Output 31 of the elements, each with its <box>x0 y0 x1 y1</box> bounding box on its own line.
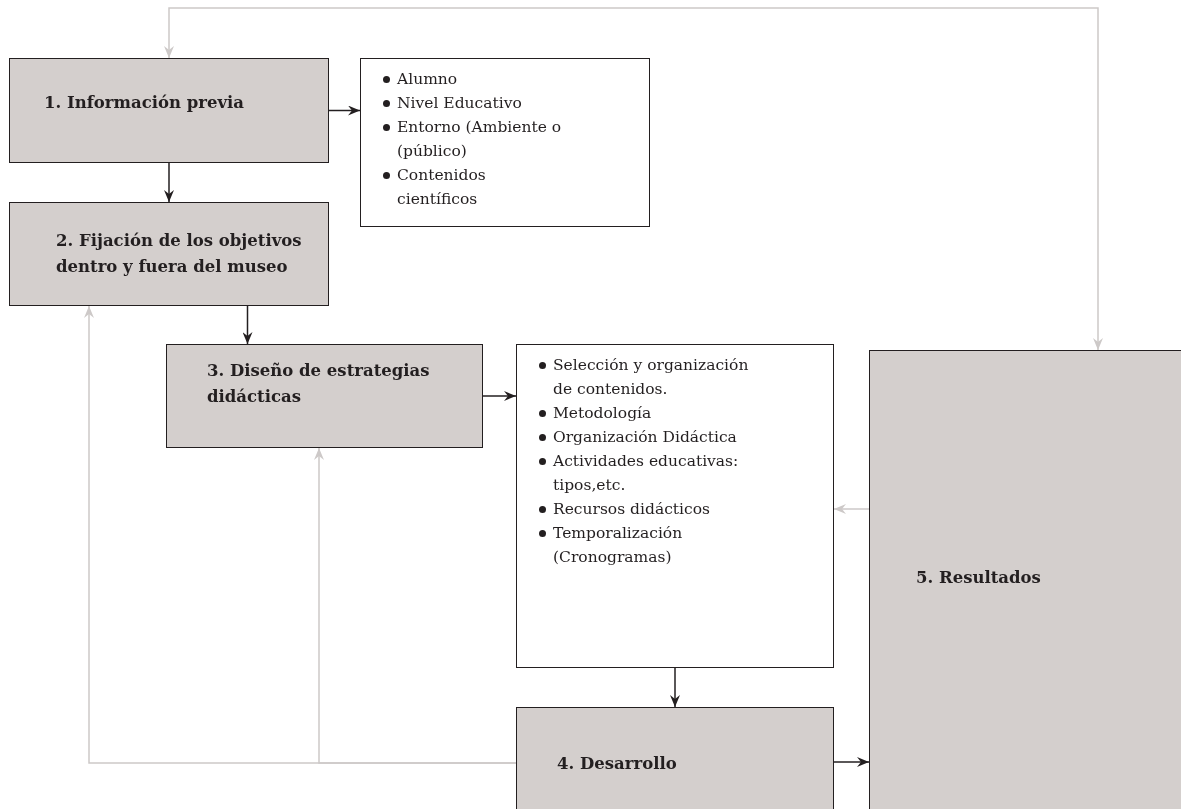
list-item: Entorno (Ambiente o (público) <box>397 117 563 162</box>
step-title: 3. Diseño de estrategias didácticas <box>207 360 431 408</box>
list-item: Organización Didáctica <box>553 427 737 448</box>
process-box <box>166 344 483 448</box>
step-title: 1. Información previa <box>44 91 244 114</box>
process-box <box>516 707 834 809</box>
arrow <box>482 391 517 401</box>
list-item: Recursos didácticos <box>553 499 710 520</box>
step-title: 4. Desarrollo <box>557 753 677 775</box>
list-item: Nivel Educativo <box>397 93 522 114</box>
arrow <box>833 757 870 767</box>
list-box <box>360 58 650 227</box>
arrow <box>164 162 174 203</box>
list-box <box>516 344 834 668</box>
step-title: 5. Resultados <box>916 567 1041 589</box>
list-item: Selección y organización de contenidos. <box>553 355 750 400</box>
arrow <box>164 7 1103 351</box>
process-box <box>869 350 1181 809</box>
list-item: Contenidos científicos <box>397 165 487 210</box>
step-title: 2. Fijación de los objetivos dentro y fuera del museo <box>56 230 303 278</box>
process-box <box>9 58 329 163</box>
arrow <box>670 667 680 708</box>
list-item: Alumno <box>397 69 458 90</box>
arrow <box>314 447 517 764</box>
arrow <box>242 305 253 345</box>
arrow <box>328 105 361 116</box>
process-box <box>9 202 329 306</box>
list-item: Actividades educativas: tipos,etc. <box>553 451 740 496</box>
list-item: Temporalización (Cronogramas) <box>553 523 684 568</box>
arrow <box>833 504 870 514</box>
list-item: Metodología <box>553 403 652 424</box>
